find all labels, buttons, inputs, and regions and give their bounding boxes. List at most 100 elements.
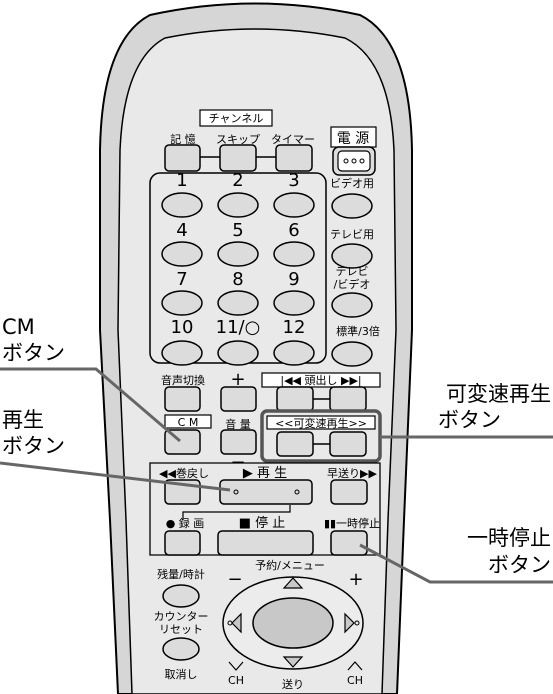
standard-3x-button[interactable]	[331, 341, 373, 367]
tv-video-button[interactable]	[331, 292, 373, 318]
cm-callout-2: ボタン	[2, 341, 65, 365]
ff-label: 早送り▶▶	[327, 466, 377, 480]
ch-up-icon	[347, 661, 363, 671]
variable-speed-label-box	[266, 415, 376, 430]
number-key-label: 11/○	[216, 317, 261, 338]
play-callout-2: ボタン	[2, 434, 65, 458]
cue-forward-button[interactable]	[329, 386, 367, 412]
play-leader-line	[0, 461, 231, 492]
pause-button[interactable]	[330, 530, 368, 556]
play-callout-1: 再生	[2, 408, 44, 432]
stop-button[interactable]	[217, 530, 314, 556]
channel-header: チャンネル	[209, 112, 264, 125]
pause-callout-1: 一時停止	[467, 526, 551, 550]
menu-minus-label: −	[227, 569, 242, 590]
cue-label-box	[261, 372, 381, 388]
tv-video-label-1: テレビ	[336, 265, 369, 278]
number-key-label: 12	[283, 317, 306, 338]
volume-label: 音 量	[225, 417, 251, 431]
pause-callout-2: ボタン	[488, 553, 551, 577]
ch-up-label: CH	[347, 674, 363, 687]
number-key-button[interactable]	[273, 290, 315, 316]
pause-leader-line	[359, 543, 553, 584]
menu-plus-label: +	[348, 569, 363, 590]
record-button[interactable]	[164, 530, 201, 556]
number-key-label: 8	[232, 269, 243, 290]
number-key-button[interactable]	[217, 290, 259, 316]
cancel-label: 取消し	[165, 667, 198, 681]
standard-3x-label: 標準/3倍	[336, 324, 380, 338]
number-key-label: 7	[176, 269, 187, 290]
timer-button[interactable]	[275, 144, 313, 172]
number-key-label: 2	[232, 170, 243, 191]
dpad-center-button[interactable]	[252, 597, 334, 649]
counter-reset-label-1: カウンター	[154, 610, 209, 623]
skip-button[interactable]	[219, 144, 257, 172]
power-label: 電 源	[337, 131, 369, 147]
timer-label: タイマー	[271, 133, 315, 146]
number-key-label: 9	[288, 269, 299, 290]
play-button[interactable]	[219, 479, 313, 505]
dpad-left-arrow[interactable]	[231, 612, 242, 634]
number-key-label: 5	[232, 220, 243, 241]
record-label: ● 録 画	[166, 516, 205, 530]
cm-leader-line	[0, 367, 181, 443]
reserve-menu-label: 予約/メニュー	[255, 558, 325, 572]
cm-callout-1: CM	[2, 315, 35, 339]
number-key-label: 4	[176, 220, 187, 241]
cue-label: |◀◀ 頭出し ▶▶|	[280, 373, 361, 387]
counter-reset-button[interactable]	[162, 637, 200, 661]
number-key-button[interactable]	[161, 340, 203, 366]
cm-label-box	[164, 414, 212, 429]
variable-callout-2: ボタン	[438, 408, 501, 432]
number-key-button[interactable]	[273, 192, 315, 218]
number-key-label: 1	[176, 170, 187, 191]
number-key-button[interactable]	[161, 241, 203, 267]
stop-label: ■ 停 止	[239, 515, 286, 531]
dpad-down-arrow[interactable]	[282, 656, 304, 668]
number-key-button[interactable]	[161, 290, 203, 316]
channel-header-box	[199, 109, 273, 127]
number-key-label: 3	[288, 170, 299, 191]
audio-switch-button[interactable]	[164, 386, 201, 412]
send-label: 送り	[282, 677, 304, 691]
cue-back-button[interactable]	[276, 386, 314, 412]
remaining-clock-button[interactable]	[162, 584, 200, 608]
tv-use-label: テレビ用	[330, 228, 374, 241]
ch-down-label: CH	[228, 674, 244, 687]
volume-up-button[interactable]	[220, 386, 257, 412]
variable-callout-1: 可変速再生	[446, 382, 551, 406]
number-key-label: 10	[171, 317, 194, 338]
variable-speed-back-button[interactable]	[276, 431, 314, 457]
number-key-button[interactable]	[273, 340, 315, 366]
pause-label: ▮▮一時停止	[324, 516, 380, 530]
play-label: ▶ 再 生	[243, 466, 287, 481]
number-key-button[interactable]	[273, 241, 315, 267]
rewind-label: ◀◀巻戻し	[159, 467, 209, 480]
plus-label: +	[230, 369, 245, 390]
number-key-label: 6	[288, 220, 299, 241]
dpad-up-arrow[interactable]	[282, 577, 304, 589]
volume-down-button[interactable]	[220, 429, 257, 455]
video-use-label: ビデオ用	[330, 176, 374, 190]
number-key-button[interactable]	[217, 241, 259, 267]
variable-speed-forward-button[interactable]	[329, 431, 367, 457]
number-key-button[interactable]	[217, 340, 259, 366]
counter-reset-label-2: リセット	[159, 623, 203, 636]
audio-switch-label: 音声切換	[161, 373, 205, 387]
remaining-clock-label: 残量/時計	[157, 567, 205, 581]
number-key-button[interactable]	[161, 192, 203, 218]
ff-button[interactable]	[330, 479, 368, 505]
memory-button[interactable]	[164, 144, 201, 172]
dpad-right-arrow[interactable]	[344, 612, 355, 634]
skip-label: スキップ	[216, 133, 260, 146]
number-key-button[interactable]	[217, 192, 259, 218]
memory-label: 記 憶	[170, 132, 196, 146]
variable-speed-label: <<可変速再生>>	[275, 416, 367, 430]
video-use-button[interactable]	[331, 193, 373, 219]
tv-video-label-2: /ビデオ	[334, 277, 371, 291]
cm-label: C M	[178, 416, 199, 429]
tv-use-button[interactable]	[331, 243, 373, 269]
ch-down-icon	[228, 661, 244, 671]
